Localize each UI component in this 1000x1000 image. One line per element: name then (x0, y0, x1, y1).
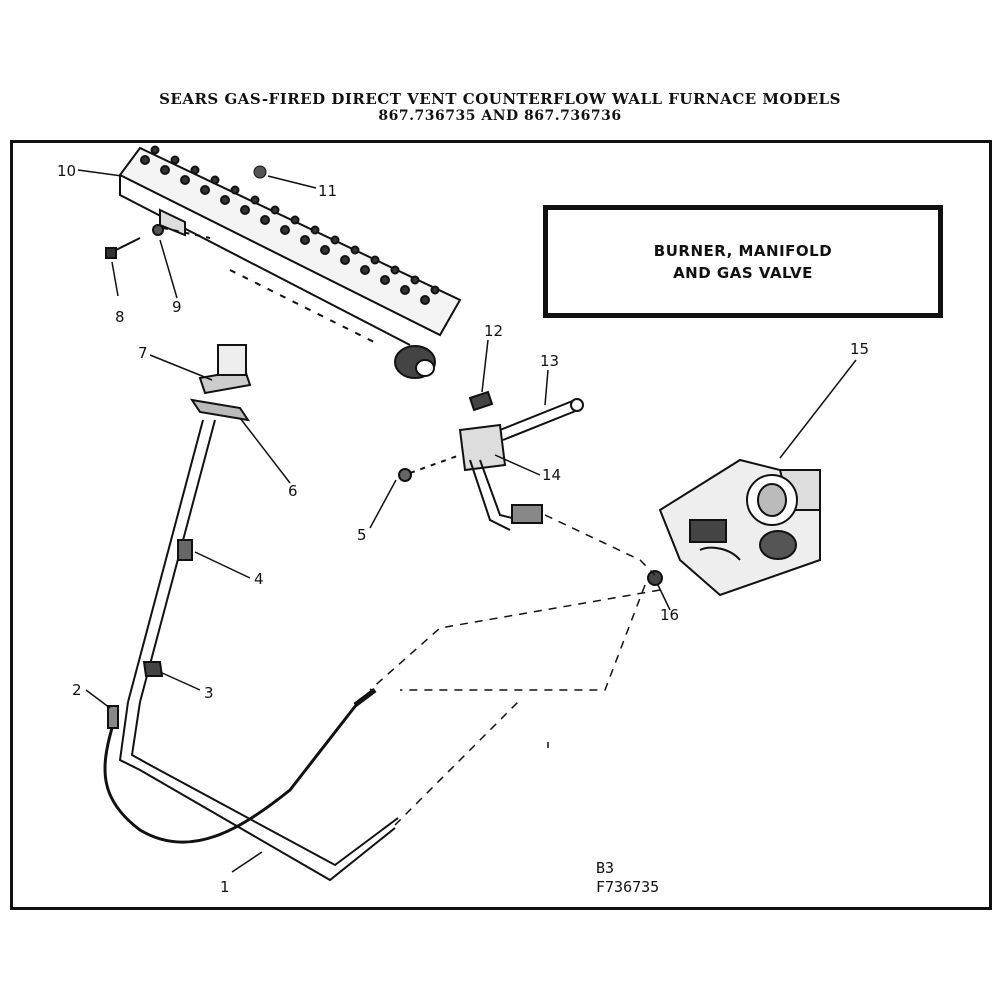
callout-2: 2 (72, 681, 82, 699)
callout-11: 11 (318, 182, 337, 200)
pilot-assembly (118, 344, 399, 882)
callout-14: 14 (542, 466, 561, 484)
model-numbers: 867.736735 AND 867.736736 (378, 108, 622, 124)
callout-8: 8 (115, 308, 125, 326)
thermocouple (103, 688, 377, 844)
section-title-line2: AND GAS VALVE (673, 263, 813, 282)
gas-valve (647, 458, 821, 597)
callout-12: 12 (484, 322, 503, 340)
callout-6: 6 (288, 482, 298, 500)
callout-7: 7 (138, 344, 148, 362)
manifold (398, 390, 584, 531)
callout-9: 9 (172, 298, 182, 316)
callout-13: 13 (540, 352, 559, 370)
leader-lines (77, 169, 857, 873)
connection-lines (369, 514, 661, 826)
diagram-title: SEARS GAS-FIRED DIRECT VENT COUNTERFLOW … (159, 90, 841, 108)
page-code: B3 (596, 859, 615, 877)
callout-3: 3 (204, 684, 214, 702)
burner (118, 145, 462, 379)
callout-1: 1 (220, 878, 230, 896)
callout-labels: 1 2 3 4 5 6 7 8 9 10 11 12 13 14 15 16 (57, 162, 869, 896)
callout-15: 15 (850, 340, 869, 358)
callout-5: 5 (357, 526, 367, 544)
drawing-number: F736735 (596, 878, 660, 896)
section-title-box: BURNER, MANIFOLD AND GAS VALVE (543, 205, 943, 318)
screw-and-washer (105, 224, 211, 259)
section-title-line1: BURNER, MANIFOLD (653, 241, 833, 260)
burner-nut (253, 165, 267, 179)
callout-4: 4 (254, 570, 264, 588)
callout-10: 10 (57, 162, 76, 180)
callout-16: 16 (660, 606, 679, 624)
diagram-frame (10, 140, 992, 910)
